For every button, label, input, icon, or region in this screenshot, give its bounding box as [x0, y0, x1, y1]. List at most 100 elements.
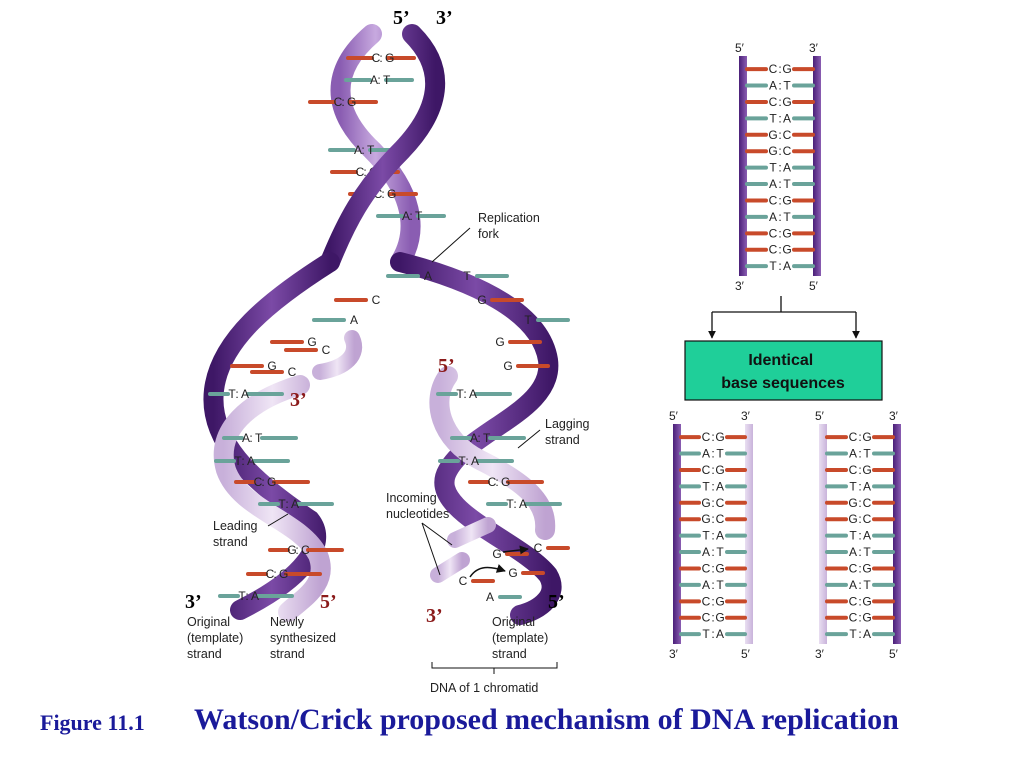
ladder-base-right: A: [716, 627, 724, 641]
ladder-base-right: C: [716, 496, 725, 510]
ladder-colon: :: [858, 496, 861, 510]
fork-left-base: C: [372, 293, 381, 307]
ladder-base-left: T: [702, 529, 710, 543]
ladder-colon: :: [778, 243, 781, 257]
ladder-colon: :: [858, 561, 861, 575]
base-letter-left: C: [356, 165, 365, 179]
helix-top-front-strand: [320, 24, 446, 272]
left-arm-base-l: A: [242, 431, 250, 445]
figure-caption: Figure 11.1 Watson/Crick proposed mechan…: [40, 700, 1020, 750]
left-arm-colon: :: [273, 567, 276, 581]
ladder-colon: :: [778, 259, 781, 273]
ladder-base-left: A: [849, 545, 857, 559]
ladder-base-right: C: [783, 128, 792, 142]
base-letter-left: A: [370, 73, 378, 87]
base-letter-left: C: [372, 51, 381, 65]
right-three-end-label: 3’: [426, 605, 443, 627]
ladder-base-right: A: [716, 529, 724, 543]
ladder-base-left: T: [769, 161, 777, 175]
ladder-base-left: T: [849, 627, 857, 641]
ladder-base-left: C: [769, 95, 778, 109]
ladder-base-right: G: [782, 62, 791, 76]
base-letter-right: G: [385, 51, 394, 65]
ladder-backbone-left: [739, 56, 747, 276]
ladder-colon: :: [858, 627, 861, 641]
ladder-base-right: T: [716, 447, 724, 461]
parent-dna-ladder: C:GA:TC:GT:AG:CG:CT:AA:TC:GA:TC:GC:GT:A5…: [735, 41, 821, 293]
left-arm-base-r: G: [279, 567, 288, 581]
ladder-base-left: C: [849, 463, 858, 477]
helix-top-three-label: 3’: [436, 7, 453, 29]
ladder-base-left: C: [849, 611, 858, 625]
incoming-base-letter: G: [492, 547, 501, 561]
fork-right-base: T: [463, 269, 471, 283]
left-arm-base-l: C: [254, 475, 263, 489]
ladder-base-right: G: [715, 463, 724, 477]
ladder-colon: :: [778, 95, 781, 109]
ladder-base-left: C: [769, 62, 778, 76]
ladder-backbone-right: [893, 424, 901, 644]
ladder-base-left: A: [849, 578, 857, 592]
ladder-base-right: G: [715, 430, 724, 444]
ladder-base-right: G: [782, 226, 791, 240]
ladder-base-left: G: [768, 144, 777, 158]
ladder-label-top-right: 3′: [741, 409, 751, 423]
ladder-backbone-right: [813, 56, 821, 276]
ladder-base-right: A: [783, 259, 791, 273]
right-arm-base-r: T: [483, 431, 491, 445]
ladder-base-left: G: [701, 512, 710, 526]
ladder-base-right: A: [716, 479, 724, 493]
ladder-colon: :: [858, 578, 861, 592]
left-arm-base-r: A: [247, 454, 255, 468]
right-arm-base-r: A: [471, 454, 479, 468]
ladder-base-left: A: [702, 545, 710, 559]
right-arm-base-r: G: [501, 475, 510, 489]
right-arm-colon: :: [465, 454, 468, 468]
ladder-colon: :: [778, 210, 781, 224]
ladder-base-left: T: [849, 529, 857, 543]
ladder-colon: :: [711, 594, 714, 608]
ladder-base-left: C: [849, 594, 858, 608]
ladder-colon: :: [858, 479, 861, 493]
left-arm-colon: :: [285, 497, 288, 511]
ladder-colon: :: [711, 463, 714, 477]
ladder-base-right: A: [863, 479, 871, 493]
ladder-colon: :: [778, 62, 781, 76]
ladder-base-left: C: [702, 561, 711, 575]
incoming-nucleotide-fragment-1: [447, 517, 496, 548]
ladder-base-left: T: [769, 111, 777, 125]
chromatid-label: DNA of 1 chromatid: [430, 681, 538, 695]
base-letter-left: A: [354, 143, 362, 157]
ladder-base-right: G: [715, 611, 724, 625]
ladder-base-right: T: [783, 79, 791, 93]
ladder-base-right: T: [783, 210, 791, 224]
figure-number: Figure 11.1: [40, 710, 145, 735]
base-letter-right: T: [383, 73, 391, 87]
leading-strand-label: Leading strand: [213, 519, 261, 549]
ladder-label-bottom-left: 3′: [669, 647, 679, 661]
ladder-base-left: C: [769, 243, 778, 257]
incoming-base-letter: A: [486, 590, 494, 604]
ladder-colon: :: [711, 496, 714, 510]
left-arm-base-l: T: [278, 497, 286, 511]
base-letter-left: C: [374, 187, 383, 201]
ladder-label-bottom-right: 5′: [741, 647, 751, 661]
replication-fork-label: Replication fork: [478, 211, 543, 241]
left-arm-colon: :: [295, 543, 298, 557]
caption-text: Watson/Crick proposed mechanism of DNA r…: [194, 703, 899, 736]
fork-left-base: A: [424, 269, 432, 283]
base-letter-right: T: [415, 209, 423, 223]
ladder-colon: :: [778, 177, 781, 191]
ladder-base-left: A: [769, 177, 777, 191]
right-arm-base-l: T: [458, 454, 466, 468]
top-helix-base-pairs: C:GA:TC:GA:TC:GC:GA:T: [308, 51, 446, 223]
ladder-base-right: G: [782, 95, 791, 109]
left-arm-base-r: T: [255, 431, 263, 445]
right-arm-base-l: T: [506, 497, 514, 511]
ladder-base-left: T: [702, 627, 710, 641]
ladder-colon: :: [711, 627, 714, 641]
ladder-base-right: G: [715, 594, 724, 608]
split-connector: [712, 296, 856, 313]
ladder-colon: :: [778, 79, 781, 93]
